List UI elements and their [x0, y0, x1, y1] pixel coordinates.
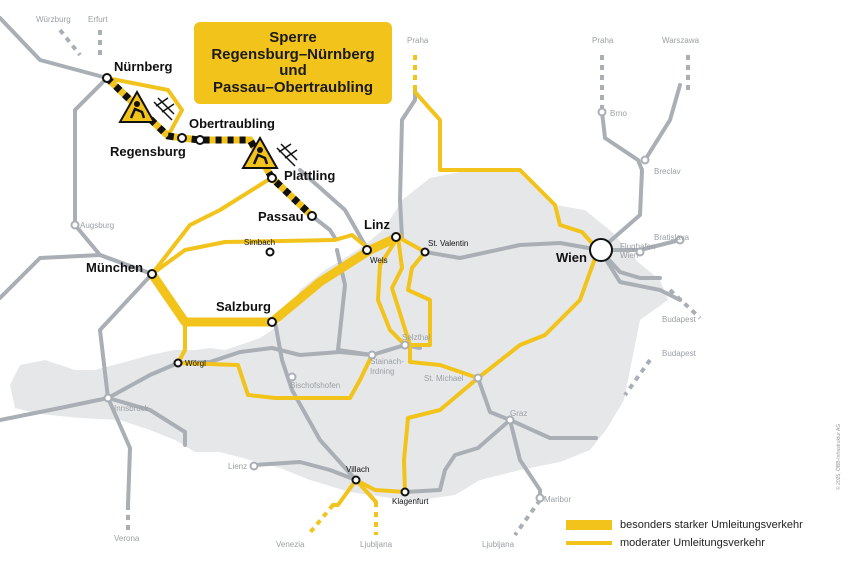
label-st-valentin: St. Valentin — [428, 239, 468, 248]
label-woergl: Wörgl — [185, 359, 206, 368]
yellow-dashed-lines — [306, 55, 417, 537]
construction-worker-icon — [241, 135, 298, 169]
station-st-valentin — [420, 247, 430, 257]
label-plattling: Plattling — [284, 168, 335, 183]
label-flughafen: Flughafen — [620, 242, 656, 251]
legend-item-strong: besonders starker Umleitungsverkehr — [566, 519, 803, 531]
moderate-diversion-lines — [105, 76, 600, 507]
label-ljubljana-2: Ljubljana — [482, 540, 515, 549]
title-line-1: Sperre — [269, 29, 317, 46]
legend: besonders starker Umleitungsverkehr mode… — [566, 519, 846, 559]
station-salzburg — [267, 317, 277, 327]
legend-swatch-strong — [566, 520, 612, 530]
label-wels: Wels — [370, 256, 388, 265]
label-augsburg: Augsburg — [80, 221, 114, 230]
label-simbach: Simbach — [244, 238, 275, 247]
station-regensburg — [177, 133, 187, 143]
station-woergl — [173, 358, 183, 368]
label-muenchen: München — [86, 260, 143, 275]
label-innsbruck: Innsbruck — [114, 404, 150, 413]
label-praha-top: Praha — [407, 36, 429, 45]
station-klagenfurt — [400, 487, 410, 497]
label-flughafen-wien: Wien — [620, 251, 638, 260]
station-obertraubling — [195, 135, 205, 145]
label-irdning: Irdning — [370, 367, 394, 376]
strong-diversion-lines — [147, 232, 403, 327]
legend-label-strong: besonders starker Umleitungsverkehr — [620, 519, 803, 531]
label-maribor: Maribor — [544, 495, 571, 504]
label-erfurt: Erfurt — [88, 15, 108, 24]
label-bischofshofen: Bischofshofen — [290, 381, 340, 390]
label-warszawa: Warszawa — [662, 36, 700, 45]
label-venezia: Venezia — [276, 540, 305, 549]
title-line-4: Passau–Obertraubling — [212, 78, 374, 96]
label-wien: Wien — [556, 250, 587, 265]
station-wien — [589, 238, 613, 262]
label-nuernberg: Nürnberg — [114, 59, 173, 74]
label-graz: Graz — [510, 409, 527, 418]
station-linz — [391, 232, 401, 242]
label-wuerzburg: Würzburg — [36, 15, 71, 24]
label-stainach: Stainach- — [370, 357, 404, 366]
label-passau: Passau — [258, 209, 304, 224]
label-lienz: Lienz — [228, 462, 247, 471]
label-ljubljana-1: Ljubljana — [360, 540, 393, 549]
label-brno: Brno — [610, 109, 627, 118]
label-salzburg: Salzburg — [216, 299, 271, 314]
label-villach: Villach — [346, 465, 369, 474]
label-obertraubling: Obertraubling — [189, 116, 275, 131]
label-breclav: Breclav — [654, 167, 681, 176]
station-wels — [362, 245, 372, 255]
copyright-notice: © 2025, ÖBB-Infrastruktur AG — [836, 423, 842, 490]
label-selzthal: Selzthal — [402, 333, 431, 342]
legend-label-moderate: moderater Umleitungsverkehr — [620, 537, 765, 549]
label-budapest-2: Budapest — [662, 349, 697, 358]
grey-rail-network — [0, 16, 682, 507]
label-regensburg: Regensburg — [110, 144, 186, 159]
legend-swatch-moderate — [566, 541, 612, 545]
grey-dashed-lines — [58, 28, 702, 537]
label-linz: Linz — [364, 217, 390, 232]
station-nuernberg — [102, 73, 112, 83]
station-villach — [351, 475, 361, 485]
title-line-2: Regensburg–Nürnberg — [211, 45, 375, 63]
station-simbach — [265, 247, 275, 257]
label-st-michael: St. Michael — [424, 374, 464, 383]
station-passau — [307, 211, 317, 221]
label-klagenfurt: Klagenfurt — [392, 497, 429, 506]
label-budapest-1: Budapest — [662, 315, 697, 324]
legend-item-moderate: moderater Umleitungsverkehr — [566, 537, 765, 549]
station-plattling — [267, 173, 277, 183]
label-verona: Verona — [114, 534, 140, 543]
grey-station-markers — [70, 107, 685, 503]
construction-worker-icon — [118, 89, 175, 123]
closure-title-box: Sperre Regensburg–Nürnberg und Passau–Ob… — [194, 22, 392, 104]
station-markers — [102, 73, 613, 497]
title-line-3: und — [279, 62, 307, 79]
station-muenchen — [147, 269, 157, 279]
label-praha-right: Praha — [592, 36, 614, 45]
label-bratislava: Bratislava — [654, 233, 690, 242]
